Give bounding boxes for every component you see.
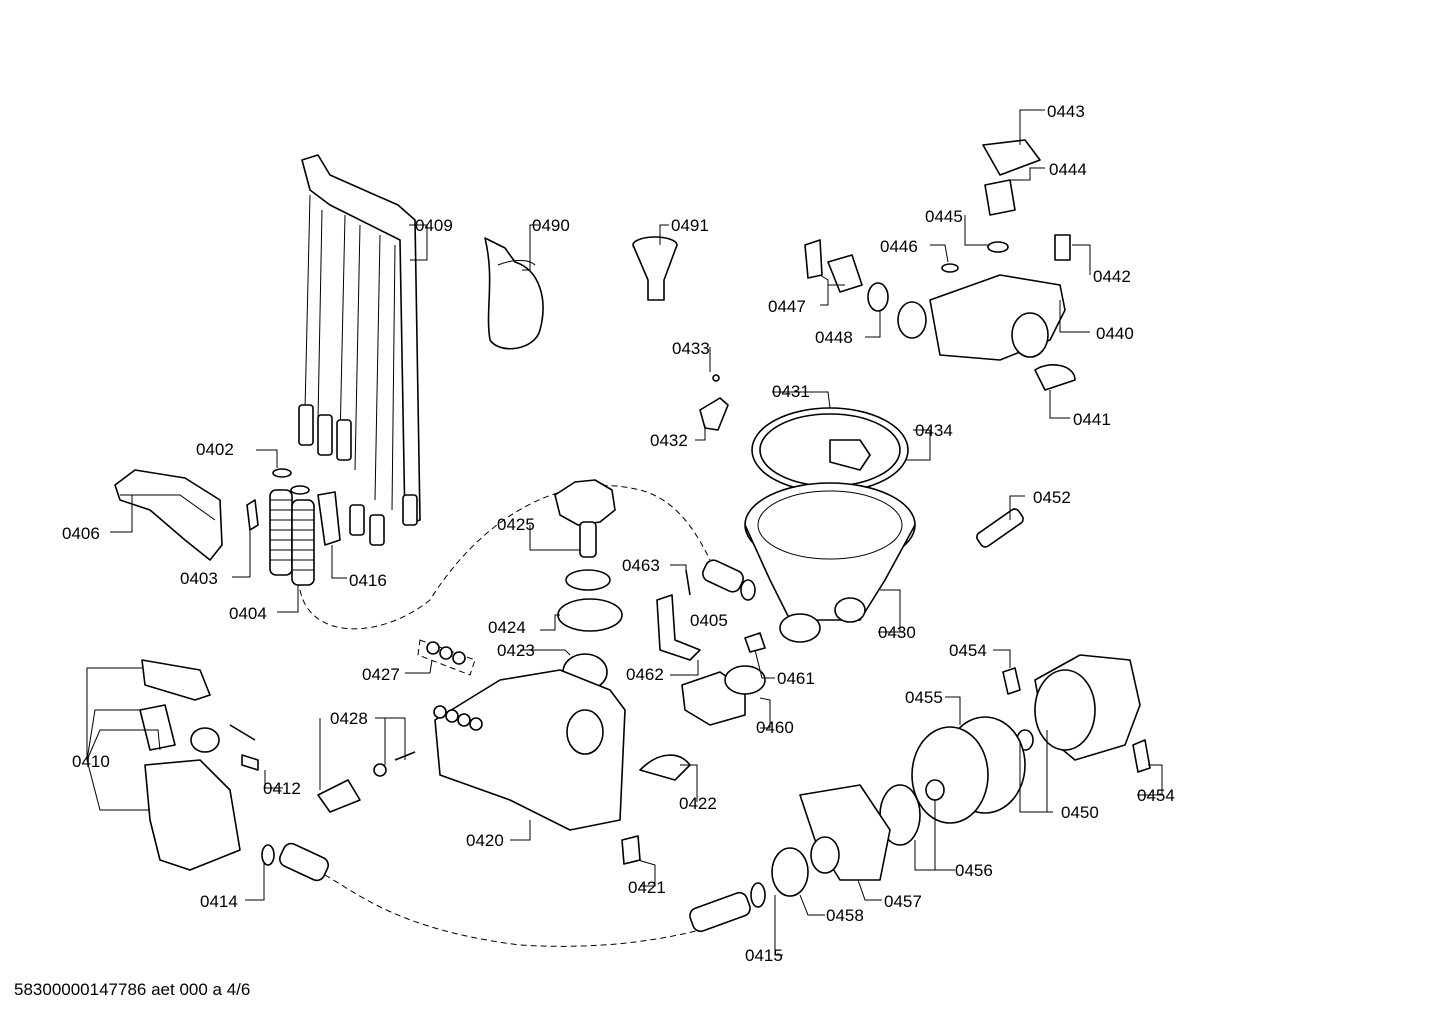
part-labels: 0443 0444 0445 0446 0442 0447 0448 0440 …	[62, 102, 1175, 965]
cover-0406	[114, 469, 223, 561]
corrugated-hoses-0404	[246, 468, 341, 586]
bracket-0432	[699, 374, 729, 431]
label-0456: 0456	[955, 861, 993, 880]
label-0455: 0455	[905, 688, 943, 707]
label-0423: 0423	[497, 641, 535, 660]
funnel-0491	[632, 236, 678, 301]
label-0409: 0409	[415, 216, 453, 235]
label-0404: 0404	[229, 604, 267, 623]
label-0458: 0458	[826, 906, 864, 925]
hose-0405	[685, 559, 756, 601]
label-0491: 0491	[671, 216, 709, 235]
label-0430: 0430	[878, 623, 916, 642]
label-0442: 0442	[1093, 267, 1131, 286]
label-0414: 0414	[200, 892, 238, 911]
sump-housing-0430	[744, 482, 916, 643]
label-0412: 0412	[263, 779, 301, 798]
label-0422: 0422	[679, 794, 717, 813]
drawing-number-footer: 58300000147786 aet 000 a 4/6	[14, 980, 251, 999]
label-0457: 0457	[884, 892, 922, 911]
label-0443: 0443	[1047, 102, 1085, 121]
label-0434: 0434	[915, 421, 953, 440]
label-0424: 0424	[488, 618, 526, 637]
label-0462: 0462	[626, 665, 664, 684]
label-0402: 0402	[196, 440, 234, 459]
label-0427: 0427	[362, 665, 400, 684]
rinse-aid-jug-0490	[484, 237, 544, 350]
label-0463: 0463	[622, 556, 660, 575]
label-0441: 0441	[1073, 410, 1111, 429]
label-0406: 0406	[62, 524, 100, 543]
sump-seal-ring-0431	[751, 407, 909, 493]
label-0421: 0421	[628, 878, 666, 897]
label-0460: 0460	[756, 718, 794, 737]
label-0420: 0420	[466, 831, 504, 850]
water-softener-0420	[433, 669, 626, 831]
label-0433: 0433	[672, 339, 710, 358]
small-parts-0421-0462	[621, 594, 766, 865]
hose-route-lower	[324, 874, 701, 947]
label-0403: 0403	[180, 569, 218, 588]
label-0490: 0490	[532, 216, 570, 235]
label-0454a: 0454	[949, 641, 987, 660]
label-0410: 0410	[72, 752, 110, 771]
label-0450: 0450	[1061, 803, 1099, 822]
detergent-dispenser-parts-0410	[139, 659, 259, 871]
label-0452: 0452	[1033, 488, 1071, 507]
valve-0428	[317, 751, 416, 813]
seal-strip-0427	[417, 639, 476, 676]
label-0445: 0445	[925, 207, 963, 226]
label-0440: 0440	[1096, 324, 1134, 343]
label-0425: 0425	[497, 515, 535, 534]
label-0447: 0447	[768, 297, 806, 316]
label-0416: 0416	[349, 571, 387, 590]
label-0428: 0428	[330, 709, 368, 728]
label-0454b: 0454	[1137, 786, 1175, 805]
label-0444: 0444	[1049, 160, 1087, 179]
part-0452	[976, 508, 1024, 548]
label-0431: 0431	[772, 382, 810, 401]
heater-assembly-0440	[804, 139, 1076, 391]
label-0432: 0432	[650, 431, 688, 450]
label-0461: 0461	[777, 669, 815, 688]
label-0446: 0446	[880, 237, 918, 256]
hose-route-upper	[299, 485, 711, 630]
water-distribution-pipes-0409	[298, 154, 421, 546]
label-0415: 0415	[745, 946, 783, 965]
filter-parts-0425	[554, 479, 623, 691]
label-0448: 0448	[815, 328, 853, 347]
hose-0415	[689, 882, 766, 933]
circulation-pump-0450	[771, 654, 1151, 897]
hose-0414	[261, 842, 329, 882]
label-0405: 0405	[690, 611, 728, 630]
leader-lines	[86, 109, 1163, 956]
